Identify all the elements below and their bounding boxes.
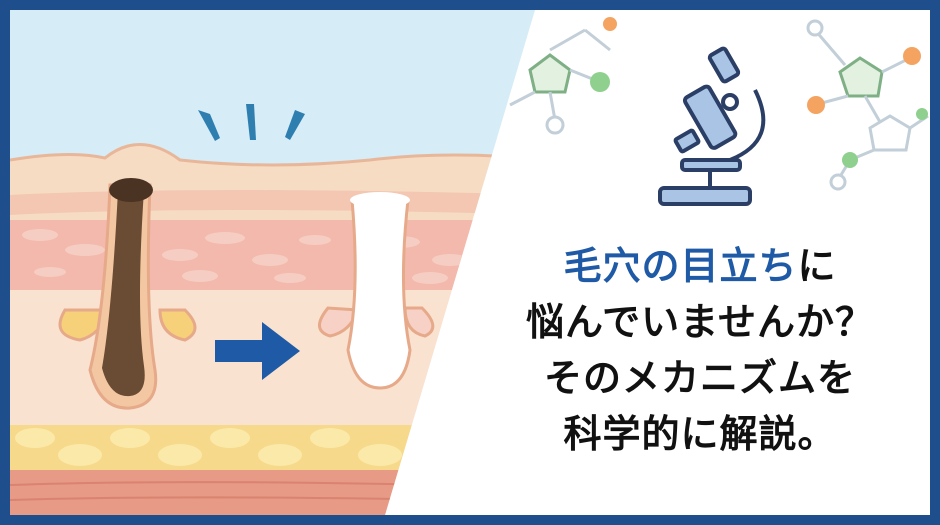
- microscope-icon: [658, 46, 766, 206]
- headline-line-4: 科学的に解説。: [563, 412, 837, 456]
- headline-line-3: そのメカニズムを: [543, 356, 856, 400]
- headline-line-1-rest: に: [797, 244, 837, 288]
- clean-pore: [318, 192, 435, 390]
- headline: 毛穴の目立ちに 悩んでいませんか？ そのメカニズムを 科学的に解説。: [480, 238, 920, 462]
- science-decoration: [509, 17, 929, 206]
- arrow-right-icon: [215, 322, 300, 380]
- alert-burst-icon: [198, 104, 305, 141]
- headline-accent: 毛穴の目立ち: [563, 244, 798, 288]
- headline-line-1: 毛穴の目立ちに: [480, 238, 920, 294]
- clogged-pore: [58, 178, 197, 410]
- headline-line-2: 悩んでいませんか？: [526, 300, 874, 344]
